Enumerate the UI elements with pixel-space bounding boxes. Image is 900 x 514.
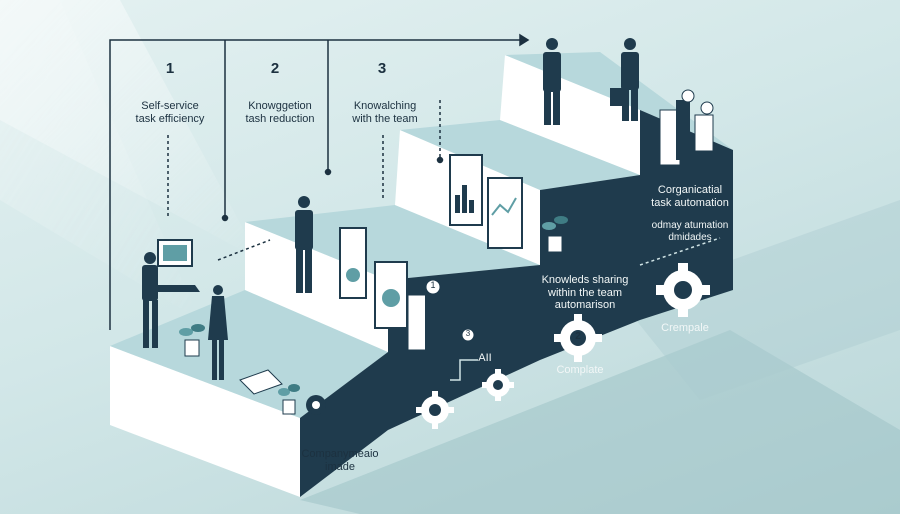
step-3-number: 3 [377,60,387,77]
badge-1: 1 [430,280,436,290]
step-1-line2: task efficiency [135,112,205,125]
person-figure [295,196,313,293]
floor-shadow [620,200,900,400]
stair-shadow [300,330,900,514]
step3-front-line2: within the team [548,286,622,299]
person-figure [621,38,639,121]
step-2-line2: tash reduction [245,112,315,125]
step-1-line1: Self-service [141,100,199,112]
book-icon [239,369,283,395]
plant-icon [179,324,205,357]
step-3-line1: Knowalching [353,100,417,112]
step3-complete-label: Complate [556,364,604,376]
step-2-number: 2 [270,60,280,77]
briefcase-icon [610,88,624,106]
plant-icon [542,216,568,253]
step-1-title: Self-service task efficiency [105,100,235,125]
step4-front-label: Corganicatial task automation [640,184,740,209]
gear-icon [554,314,602,362]
step4-front-line2: task automation [651,196,729,209]
chart-board-icon [449,154,483,226]
building-icon [407,290,439,351]
step3-front-line1: Knowleds sharing [541,274,629,286]
person-figure [142,252,158,348]
badge-3: 3 [465,329,471,338]
person-figure [208,285,228,380]
gear-icon [306,395,326,415]
step1-front-line2: imade [325,460,355,473]
chart-board-icon [339,227,367,299]
chart-board-icon [487,177,523,249]
step-1-number: 1 [165,60,175,77]
step4-front-line1: Corganicatial [657,184,723,196]
step2-front-label: AII [478,352,492,364]
step1-front-line1: Companymeaio [301,448,379,460]
person-figure [543,38,561,125]
plant-icon [278,384,300,415]
gear-icon [416,391,454,429]
step-2-title: Knowggetion tash reduction [215,100,345,125]
step-3-line2: with the team [352,112,418,125]
step3-front-line3: automarison [554,299,616,312]
process-lines [109,33,721,381]
chart-board-icon [374,261,408,329]
building-icon [659,100,714,166]
step3-front-label: Knowleds sharing within the team automar… [530,274,640,312]
gear-icon [482,369,514,401]
step4-complete-label: Crempale [661,322,709,334]
step-2-line1: Knowggetion [248,100,312,112]
step4-sub-line1: odmay atumation [651,220,729,231]
badge-2: 2 [575,331,581,342]
step1-front-label: Companymeaio imade [300,448,380,473]
step-3-title: Knowalching with the team [320,100,450,125]
gear-icon [656,263,710,317]
step4-sub-line2: dmidades [668,231,712,243]
step4-sub-label: odmay atumation dmidades [645,220,735,243]
stair-step-1 [110,290,388,497]
light-rays [0,0,260,320]
laptop-icon [145,239,200,292]
